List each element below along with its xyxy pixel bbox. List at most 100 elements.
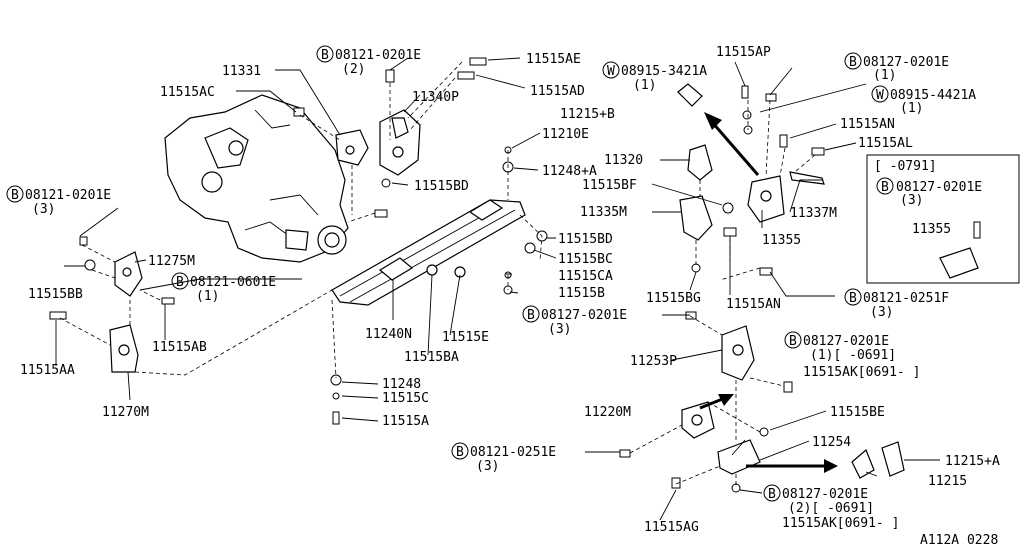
label-11515a: 11515A xyxy=(382,414,429,429)
label-11335m: 11335M xyxy=(580,205,627,220)
label-08127-0201e-r2: 08127-0201E xyxy=(782,487,868,502)
label-11220m: 11220M xyxy=(584,405,631,420)
label-11515c: 11515C xyxy=(382,391,429,406)
label-qty-mid: (3) xyxy=(548,322,571,337)
crossmember-11240n xyxy=(331,199,526,306)
rubber-11215 xyxy=(851,448,875,479)
label-11515aa: 11515AA xyxy=(20,363,75,378)
label-qty-0601: (1) xyxy=(196,289,219,304)
diagram-code: A112A 0228 xyxy=(920,533,998,548)
washer-symbol: W xyxy=(876,88,884,103)
bolt-symbol: B xyxy=(849,291,857,306)
label-qty-range-r1: (1)[ -0691] xyxy=(810,348,896,363)
label-08915-3421a: 08915-3421A xyxy=(621,64,707,79)
label-11515ad: 11515AD xyxy=(530,84,585,99)
bolt-symbol: B xyxy=(176,275,184,290)
label-08127-0201e-mid: 08127-0201E xyxy=(541,308,627,323)
label-11515ak-r1: 11515AK[0691- ] xyxy=(803,365,920,380)
label-11515ak-r2: 11515AK[0691- ] xyxy=(782,516,899,531)
transmission-case xyxy=(164,94,349,263)
label-08127-0201e-tr: 08127-0201E xyxy=(863,55,949,70)
label-11253p: 11253P xyxy=(630,354,677,369)
rubber-11215a xyxy=(881,441,905,477)
label-08121-0201e-top: 08121-0201E xyxy=(335,48,421,63)
rod-11337m xyxy=(789,171,825,185)
bracket-11254 xyxy=(717,439,761,475)
bracket-11331 xyxy=(335,129,369,166)
label-qty-tr: (1) xyxy=(873,68,896,83)
bolt-symbol: B xyxy=(881,180,889,195)
label-08121-0251f: 08121-0251F xyxy=(863,291,949,306)
label-11515ba: 11515BA xyxy=(404,350,459,365)
bracket-11275m xyxy=(114,251,143,297)
label-11215: 11215 xyxy=(928,474,967,489)
washer-symbol: W xyxy=(607,64,615,79)
symbol-circles xyxy=(6,45,894,502)
label-11515an-top: 11515AN xyxy=(840,117,895,132)
label-11515ac: 11515AC xyxy=(160,85,215,100)
label-11248: 11248 xyxy=(382,377,421,392)
label-11515ae: 11515AE xyxy=(526,52,581,67)
label-11254: 11254 xyxy=(812,435,851,450)
label-11515al: 11515AL xyxy=(858,136,913,151)
symbol-letters: B W B W B B B B B B B B xyxy=(11,48,889,502)
label-11515bg: 11515BG xyxy=(646,291,701,306)
label-11331: 11331 xyxy=(222,64,261,79)
label-11515ap: 11515AP xyxy=(716,45,771,60)
label-11515ag: 11515AG xyxy=(644,520,699,535)
bracket-11335m xyxy=(679,195,713,241)
mount-11253p xyxy=(721,325,755,381)
inset-bracket-11355 xyxy=(939,221,981,279)
label-11215a: 11215+A xyxy=(945,454,1000,469)
insulator-11270m xyxy=(109,324,139,373)
label-08121-0601e: 08121-0601E xyxy=(190,275,276,290)
label-11320: 11320 xyxy=(604,153,643,168)
label-11215b: 11215+B xyxy=(560,107,615,122)
mount-11340p xyxy=(379,109,421,176)
label-11515b: 11515B xyxy=(558,286,605,301)
bracket-11355 xyxy=(747,175,785,223)
label-11515bb: 11515BB xyxy=(28,287,83,302)
label-08127-0201e-r1: 08127-0201E xyxy=(803,334,889,349)
label-11515bf: 11515BF xyxy=(582,178,637,193)
label-11515ca: 11515CA xyxy=(558,269,613,284)
bolt-symbol: B xyxy=(321,48,329,63)
label-qty-w1: (1) xyxy=(633,78,656,93)
bolt-symbol: B xyxy=(849,55,857,70)
label-11270m: 11270M xyxy=(102,405,149,420)
label-11210e: 11210E xyxy=(542,127,589,142)
label-qty-0251e: (3) xyxy=(476,459,499,474)
label-qty-top: (2) xyxy=(342,62,365,77)
label-qty-left: (3) xyxy=(32,202,55,217)
bolt-symbol: B xyxy=(456,445,464,460)
label-11515bd-top: 11515BD xyxy=(414,179,469,194)
label-11240n: 11240N xyxy=(365,327,412,342)
bolt-symbol: B xyxy=(527,308,535,323)
hardware xyxy=(49,57,825,493)
label-11355: 11355 xyxy=(762,233,801,248)
label-11515bd-mid: 11515BD xyxy=(558,232,613,247)
label-08121-0251e: 08121-0251E xyxy=(470,445,556,460)
direction-arrows xyxy=(699,112,838,473)
label-inset-11355: 11355 xyxy=(912,222,951,237)
bracket-11320 xyxy=(687,144,713,181)
label-inset-range: [ -0791] xyxy=(874,159,937,174)
label-11515an-mid: 11515AN xyxy=(726,297,781,312)
inset-box xyxy=(866,154,1020,284)
bolt-symbol: B xyxy=(789,334,797,349)
label-inset-08127: 08127-0201E xyxy=(896,180,982,195)
bolt-symbol: B xyxy=(768,487,776,502)
bolt-symbol: B xyxy=(11,188,19,203)
label-qty-range-r2: (2)[ -0691] xyxy=(788,501,874,516)
label-qty-0251f: (3) xyxy=(870,305,893,320)
label-08121-0201e-left: 08121-0201E xyxy=(25,188,111,203)
label-qty-w2: (1) xyxy=(900,101,923,116)
label-11337m: 11337M xyxy=(790,206,837,221)
label-11515be: 11515BE xyxy=(830,405,885,420)
label-08915-4421a: 08915-4421A xyxy=(890,88,976,103)
leader-lines xyxy=(55,57,940,521)
rubber-11215b xyxy=(677,83,703,107)
insulator-11220m xyxy=(681,401,715,439)
label-inset-qty: (3) xyxy=(900,193,923,208)
